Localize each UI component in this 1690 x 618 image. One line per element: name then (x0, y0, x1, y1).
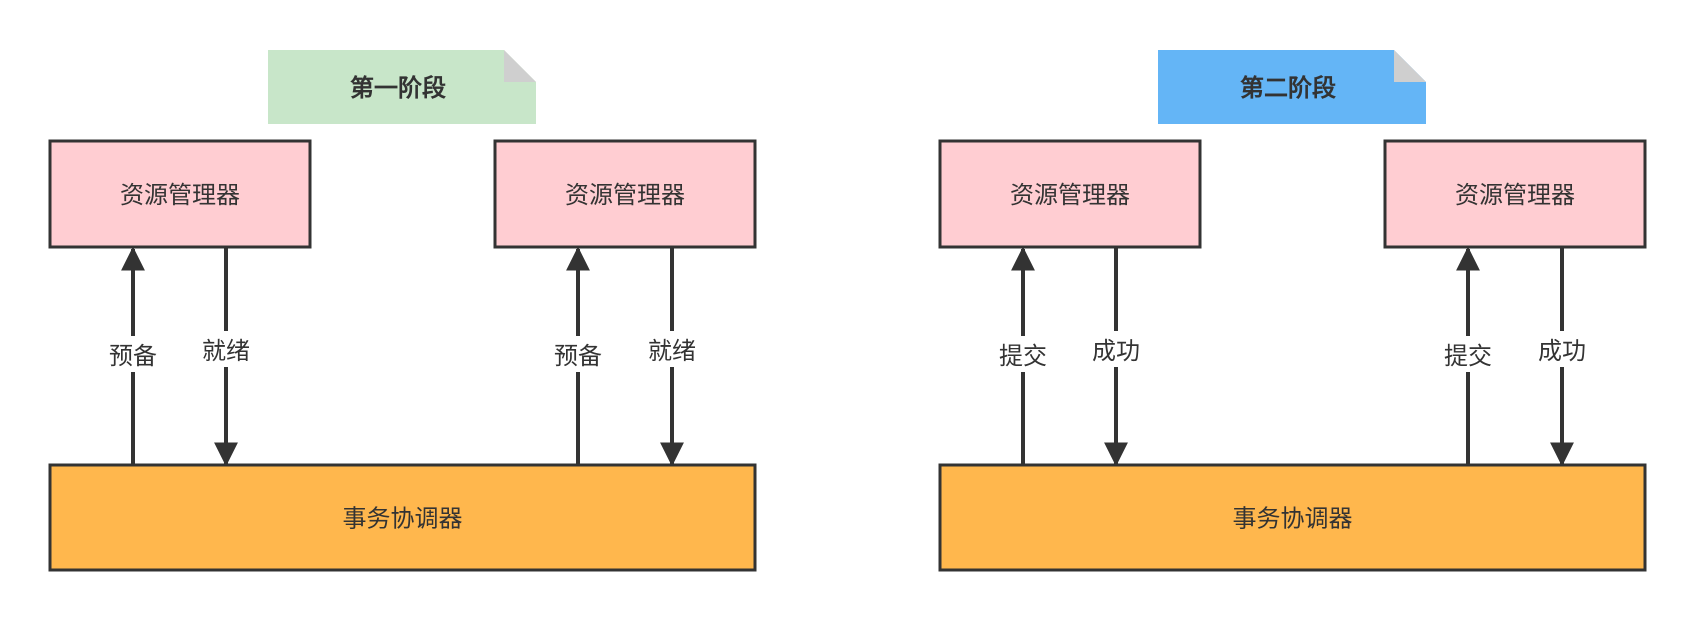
phase-note: 第一阶段 (268, 50, 536, 124)
transaction-coordinator-node: 事务协调器 (48, 463, 757, 572)
edge-label: 提交 (1444, 342, 1492, 370)
resource-manager-label: 资源管理器 (120, 181, 240, 209)
phase-note-fold (504, 50, 536, 82)
phase-note-fold (1394, 50, 1426, 82)
transaction-coordinator-node: 事务协调器 (938, 463, 1647, 572)
transaction-coordinator-label: 事务协调器 (343, 505, 463, 533)
edge-request: 预备 (550, 246, 606, 465)
resource-manager-label: 资源管理器 (1010, 181, 1130, 209)
resource-manager-box (938, 139, 1202, 249)
edge-label-background (105, 336, 161, 372)
resource-manager-node: 资源管理器 (493, 139, 757, 249)
edge-response: 成功 (1088, 247, 1144, 467)
edge-label-background (550, 336, 606, 372)
edge-label-background (644, 331, 700, 367)
edge-label-background (995, 336, 1051, 372)
phase-note-label: 第二阶段 (1240, 74, 1336, 102)
edge-label: 预备 (109, 342, 157, 370)
edge-label: 就绪 (202, 337, 250, 365)
edge-request: 提交 (1440, 246, 1496, 465)
edge-label-background (1534, 331, 1590, 367)
edge-label: 成功 (1092, 337, 1140, 365)
resource-manager-node: 资源管理器 (938, 139, 1202, 249)
resource-manager-node: 资源管理器 (48, 139, 312, 249)
transaction-coordinator-box (48, 463, 757, 572)
edge-request: 提交 (995, 246, 1051, 465)
edge-label-background (1440, 336, 1496, 372)
edge-label: 成功 (1538, 337, 1586, 365)
edge-response: 就绪 (198, 247, 254, 467)
phase-note-body (1158, 50, 1426, 124)
phase-note-body (268, 50, 536, 124)
resource-manager-label: 资源管理器 (1455, 181, 1575, 209)
resource-manager-box (48, 139, 312, 249)
phase-note-label: 第一阶段 (350, 74, 446, 102)
resource-manager-label: 资源管理器 (565, 181, 685, 209)
resource-manager-box (493, 139, 757, 249)
edge-label: 就绪 (648, 337, 696, 365)
edge-label-background (198, 331, 254, 367)
resource-manager-node: 资源管理器 (1383, 139, 1647, 249)
edge-request: 预备 (105, 246, 161, 465)
edge-response: 就绪 (644, 247, 700, 467)
transaction-coordinator-box (938, 463, 1647, 572)
edge-label: 预备 (554, 342, 602, 370)
transaction-coordinator-label: 事务协调器 (1233, 505, 1353, 533)
edge-label: 提交 (999, 342, 1047, 370)
resource-manager-box (1383, 139, 1647, 249)
phase-note: 第二阶段 (1158, 50, 1426, 124)
edge-response: 成功 (1534, 247, 1590, 467)
edge-label-background (1088, 331, 1144, 367)
